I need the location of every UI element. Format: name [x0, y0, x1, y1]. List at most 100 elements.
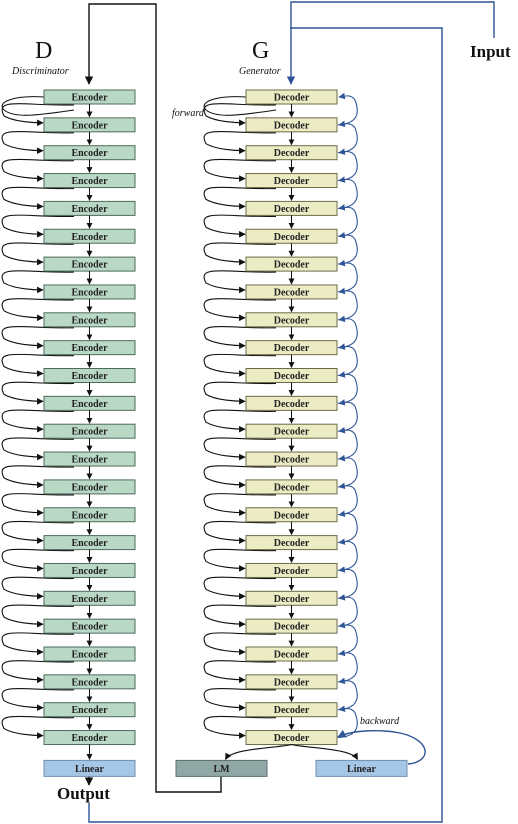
encoder-residual-loop [1, 465, 75, 489]
discriminator-letter: D [35, 38, 52, 64]
decoder-forward-loop [203, 632, 277, 656]
encoder-label: Encoder [71, 650, 108, 661]
encoder-block: Encoder [43, 646, 136, 662]
encoder-block: Encoder [43, 451, 136, 467]
encoder-residual-loop [1, 270, 75, 294]
decoder-backward-loop [337, 705, 358, 739]
backward-loop-line [337, 729, 426, 765]
encoder-residual-loop [1, 520, 75, 544]
decoder-forward-loop [203, 465, 277, 489]
decoder-label: Decoder [274, 343, 310, 354]
encoder-block: Encoder [43, 590, 136, 606]
decoder-backward-loop [337, 454, 358, 488]
encoder-block: Encoder [43, 200, 136, 216]
encoder-block: Encoder [43, 368, 136, 383]
decoder-label: Decoder [274, 650, 310, 661]
encoder-block: Encoder [43, 702, 136, 718]
input-label: Input [470, 42, 511, 61]
decoder-block: Decoder [245, 256, 338, 272]
linear-label: Linear [75, 764, 104, 775]
discriminator-name: Discriminator [11, 66, 69, 77]
decoder-block: Decoder [245, 173, 338, 189]
encoder-residual-loop [1, 576, 75, 600]
decoder-forward-loop [203, 409, 277, 433]
encoder-block: Encoder [43, 89, 136, 105]
encoder-block: Encoder [43, 479, 136, 495]
encoder-block: Encoder [43, 145, 136, 161]
decoder-backward-loop [337, 538, 358, 571]
generator-letter: G [252, 38, 269, 64]
encoder-block: Encoder [43, 117, 136, 133]
linear-label: Linear [347, 764, 376, 775]
decoder-backward-loop [337, 315, 358, 349]
decoder-block: Decoder [245, 284, 338, 300]
generator-backward-loops [337, 92, 358, 739]
decoder-backward-loop [337, 426, 358, 460]
encoder-block: Encoder [43, 228, 136, 244]
decoder-backward-loop [337, 92, 358, 126]
forward-label: forward [172, 108, 205, 119]
decoder-forward-loop [203, 103, 277, 127]
decoder-label: Decoder [274, 705, 310, 716]
encoder-residual-loop [1, 131, 75, 154]
encoder-label: Encoder [71, 594, 108, 605]
decoder-label: Decoder [274, 482, 310, 493]
decoder-block: Decoder [245, 200, 338, 216]
decoder-label: Decoder [274, 260, 310, 271]
output-loop-line [88, 27, 443, 823]
encoder-residual-loop [1, 158, 75, 182]
encoder-block: Encoder [43, 674, 136, 690]
encoder-label: Encoder [71, 399, 108, 410]
encoder-label: Encoder [71, 176, 108, 187]
decoder-label: Decoder [274, 566, 310, 577]
decoder-backward-loop [337, 371, 358, 404]
decoder-forward-loop [203, 270, 277, 294]
output-label: Output [57, 784, 110, 803]
encoder-block: Encoder [43, 535, 136, 551]
decoder-block: Decoder [245, 535, 338, 551]
encoder-label: Encoder [71, 566, 108, 577]
generator-lm-head: LM [175, 759, 268, 777]
decoder-forward-loop [203, 353, 277, 377]
encoder-label: Encoder [71, 538, 108, 549]
discriminator-residual-loops [1, 96, 75, 739]
decoder-block: Decoder [245, 340, 338, 356]
linear-box [315, 759, 408, 777]
decoder-block: Decoder [245, 228, 338, 244]
decoder-forward-loop [203, 437, 277, 461]
encoder-label: Encoder [71, 93, 108, 104]
lm-to-encoder-line [84, 3, 222, 793]
encoder-residual-loop [1, 353, 75, 377]
encoder-residual-loop [1, 214, 75, 238]
decoder-backward-loop [337, 176, 358, 209]
decoder-forward-loop [203, 298, 277, 322]
encoder-label: Encoder [71, 148, 108, 159]
encoder-label: Encoder [71, 343, 108, 354]
decoder-backward-loop [337, 259, 358, 293]
decoder-block: Decoder [245, 562, 338, 578]
discriminator-stack: EncoderEncoderEncoderEncoderEncoderEncod… [43, 89, 136, 746]
decoder-to-lm-arrow [225, 744, 292, 760]
decoder-forward-loop [203, 688, 277, 711]
decoder-forward-loop [203, 548, 277, 572]
decoder-block: Decoder [245, 646, 338, 662]
decoder-label: Decoder [274, 315, 310, 326]
decoder-forward-loop [203, 381, 277, 405]
decoder-forward-loop [203, 96, 277, 116]
encoder-label: Encoder [71, 622, 108, 633]
lm-label: LM [213, 764, 230, 775]
encoder-label: Encoder [71, 510, 108, 521]
encoder-residual-loop [1, 242, 75, 266]
encoder-residual-loop [1, 604, 75, 628]
encoder-label: Encoder [71, 232, 108, 243]
encoder-residual-loop [1, 688, 75, 711]
decoder-forward-loop [203, 660, 277, 684]
decoder-forward-loop [203, 158, 277, 182]
decoder-backward-loop [337, 120, 358, 154]
decoder-block: Decoder [245, 507, 338, 523]
decoder-forward-loop [203, 604, 277, 628]
encoder-label: Encoder [71, 260, 108, 271]
decoder-label: Decoder [274, 455, 310, 466]
decoder-forward-loop [203, 576, 277, 600]
encoder-label: Encoder [71, 427, 108, 438]
